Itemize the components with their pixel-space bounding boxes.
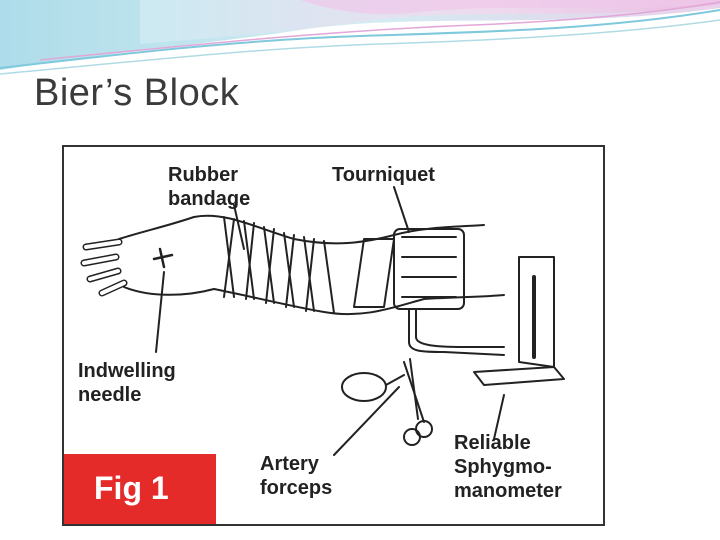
arm-illustration — [80, 186, 565, 456]
label-indwelling-needle: Indwelling needle — [78, 360, 176, 406]
figure-caption: Fig 1 — [94, 470, 169, 506]
slide-title: Bier’s Block — [34, 72, 240, 114]
figure-caption-box: Fig 1 — [64, 454, 216, 524]
label-tourniquet: Tourniquet — [332, 164, 435, 186]
label-sphygmomanometer: Reliable Sphygmo- manometer — [454, 432, 562, 502]
bier-block-figure: Rubber bandage Tourniquet Indwelling nee… — [62, 145, 605, 526]
label-artery-forceps: Artery forceps — [260, 453, 333, 499]
label-rubber-bandage: Rubber bandage — [168, 164, 251, 210]
header-swoosh-decoration — [0, 0, 720, 80]
